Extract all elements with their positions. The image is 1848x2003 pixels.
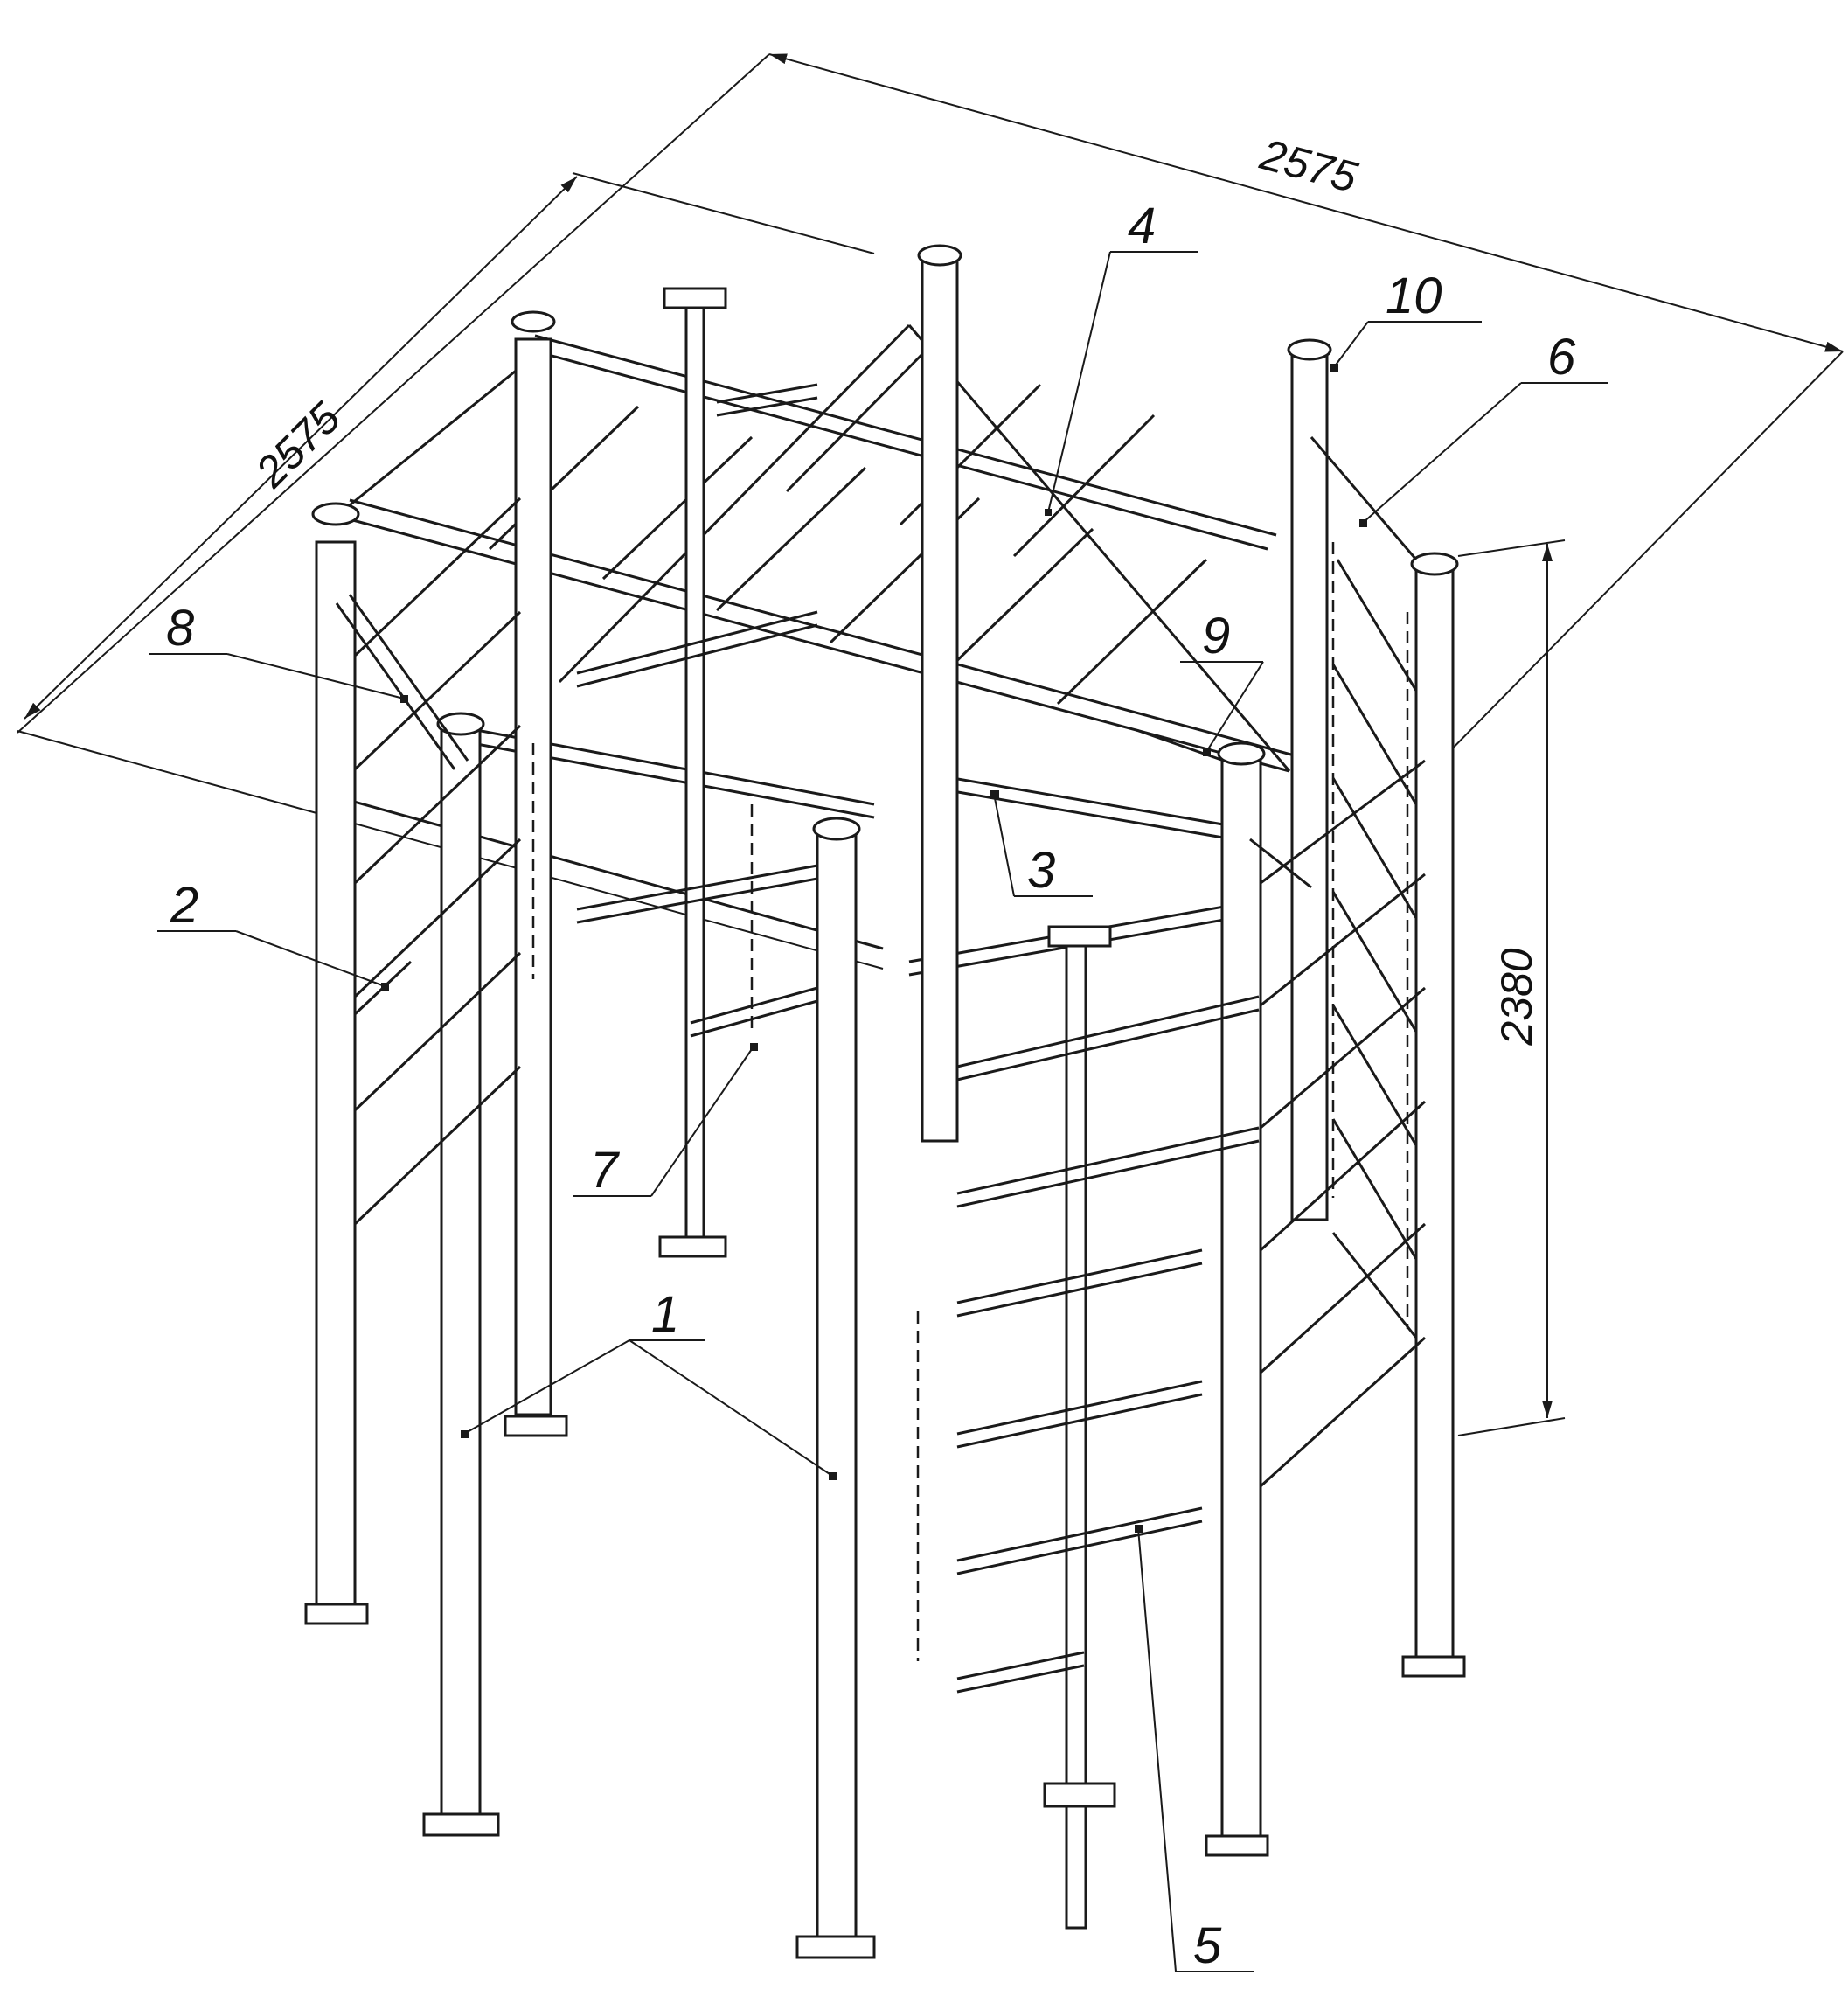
front-ladder xyxy=(956,995,1260,1694)
bracket-top-front xyxy=(1047,925,1112,948)
post-rear-center xyxy=(921,256,959,1143)
callout-1: 1 xyxy=(651,1286,679,1343)
top-frame xyxy=(331,323,1302,977)
cap-front-left xyxy=(436,712,485,736)
cap-rear-center xyxy=(917,244,962,267)
callout-5: 5 xyxy=(1193,1917,1222,1974)
foot-far-right xyxy=(1401,1655,1466,1678)
dimension-height-label: 2380 xyxy=(1492,948,1541,1046)
foot-left-rear xyxy=(504,1415,568,1437)
callout-labels: 1 2 3 4 5 6 7 8 9 10 xyxy=(166,198,1576,1974)
cap-right-front xyxy=(1217,741,1266,766)
callout-6: 6 xyxy=(1547,329,1576,386)
dimension-width-label: 2575 xyxy=(1254,129,1362,202)
cap-right-rear xyxy=(1287,338,1332,361)
left-wall-ladder xyxy=(335,497,522,1226)
foot-far-left xyxy=(304,1603,369,1625)
foundation-lines xyxy=(315,542,1455,1937)
post-center-front xyxy=(816,833,858,1938)
dimension-height: 2380 xyxy=(1457,539,1566,1436)
foot-right-front xyxy=(1205,1834,1269,1857)
bracket-top-left xyxy=(663,287,727,309)
cap-center-front xyxy=(812,817,861,841)
post-right-front xyxy=(1220,755,1262,1842)
feet xyxy=(304,1235,1466,1959)
post-hanging-left xyxy=(684,291,705,1243)
cap-left-rear xyxy=(511,310,556,333)
post-left-rear xyxy=(514,337,552,1416)
callout-2: 2 xyxy=(170,877,198,934)
post-far-right xyxy=(1414,567,1455,1663)
callout-4: 4 xyxy=(1128,198,1156,254)
inner-ladder xyxy=(576,383,818,1038)
callout-leaders xyxy=(149,251,1608,1972)
cap-far-left xyxy=(311,502,360,526)
foot-front-left xyxy=(422,1812,500,1837)
post-front-left xyxy=(440,724,482,1816)
post-caps xyxy=(311,244,1459,948)
callout-9: 9 xyxy=(1202,608,1230,664)
callout-7: 7 xyxy=(590,1142,621,1199)
post-hanging-front xyxy=(1065,938,1087,1930)
foot-hanging-front xyxy=(1043,1782,1116,1808)
right-wall-ladder xyxy=(1249,436,1427,1488)
cap-far-right xyxy=(1410,552,1459,576)
callout-10: 10 xyxy=(1386,268,1442,324)
dimension-depth-label: 2575 xyxy=(246,393,350,497)
post-right-rear xyxy=(1290,352,1329,1221)
post-far-left xyxy=(315,540,357,1610)
foot-hanging-left xyxy=(658,1235,727,1258)
callout-8: 8 xyxy=(166,600,194,657)
callout-3: 3 xyxy=(1027,842,1055,899)
foot-center-front xyxy=(795,1935,876,1959)
